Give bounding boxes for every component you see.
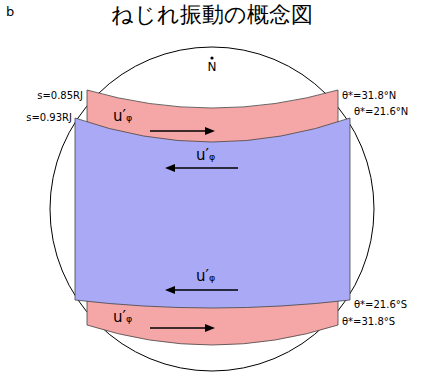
velocity-label: u′ᵩ bbox=[196, 268, 215, 285]
latitude-label: θ*=21.6°N bbox=[354, 106, 408, 118]
sphere-outline bbox=[50, 47, 374, 371]
velocity-label: u′ᵩ bbox=[196, 147, 215, 164]
flow-arrow bbox=[165, 286, 238, 294]
pole-label: N bbox=[208, 61, 217, 75]
latitude-label: θ*=21.6°S bbox=[354, 299, 407, 311]
velocity-label: u′ᵩ bbox=[113, 108, 132, 125]
arrow-shaft bbox=[173, 167, 238, 169]
panel-letter: b bbox=[6, 5, 14, 20]
arrow-shaft bbox=[150, 327, 207, 329]
north-pole-dot bbox=[210, 56, 213, 59]
latitude-label: θ*=31.8°N bbox=[342, 90, 396, 102]
radius-label: s=0.85RJ bbox=[37, 90, 83, 102]
radius-label: s=0.93RJ bbox=[26, 112, 72, 124]
band-surface bbox=[75, 118, 350, 308]
band-surface bbox=[87, 295, 338, 345]
arrow-shaft bbox=[173, 289, 238, 291]
latitude-label: θ*=31.8°S bbox=[342, 316, 395, 328]
arrow-head bbox=[205, 127, 215, 135]
arrow-head bbox=[165, 286, 175, 294]
flow-band: u′ᵩ bbox=[87, 294, 338, 346]
diagram-title: ねじれ振動の概念図 bbox=[111, 2, 313, 27]
flow-band: u′ᵩ u′ᵩ bbox=[75, 116, 350, 318]
flow-arrow bbox=[150, 127, 215, 135]
arrow-head bbox=[165, 164, 175, 172]
velocity-label: u′ᵩ bbox=[113, 309, 132, 326]
arrow-shaft bbox=[150, 130, 207, 132]
flow-arrow bbox=[165, 164, 238, 172]
arrow-head bbox=[205, 324, 215, 332]
flow-arrow bbox=[150, 324, 215, 332]
